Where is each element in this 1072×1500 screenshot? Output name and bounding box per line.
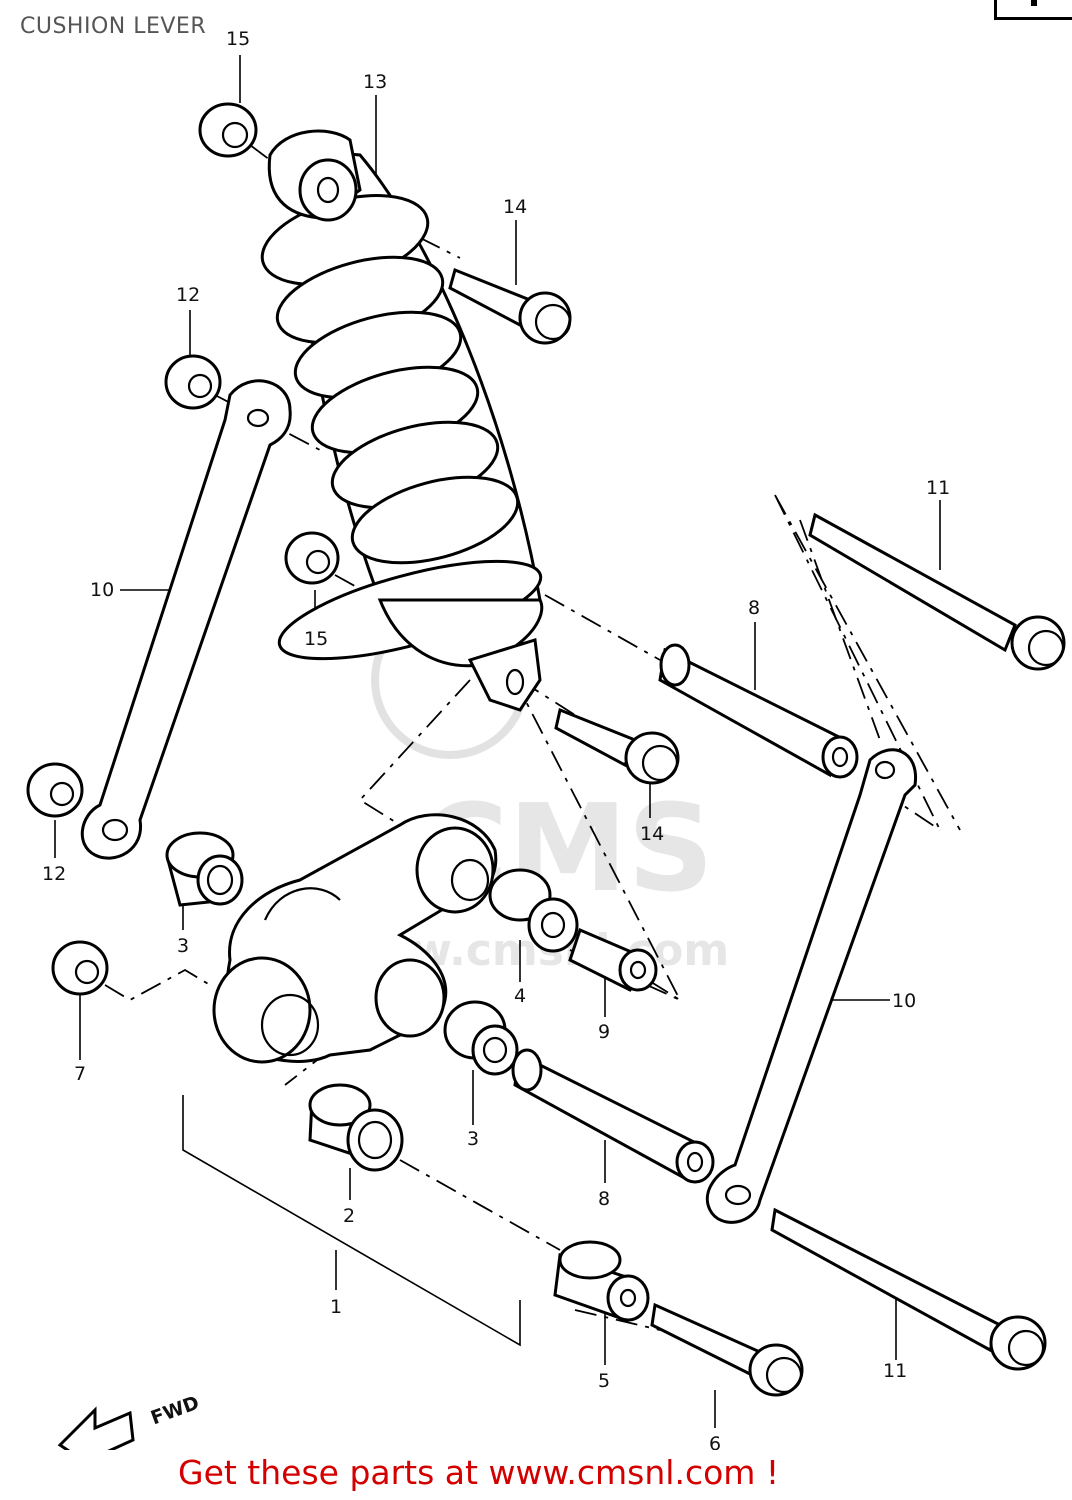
callout-14-top: 14: [503, 196, 527, 218]
bearing-2: [308, 1083, 404, 1172]
callout-8-upper: 8: [748, 597, 760, 619]
callout-10-right: 10: [892, 990, 916, 1012]
cushion-lever: [212, 813, 498, 1064]
nut-12-top: [164, 354, 222, 410]
callout-2: 2: [343, 1205, 355, 1227]
diagram-title: CUSHION LEVER: [20, 14, 207, 39]
bolt-14-lower: [554, 707, 680, 785]
nut-7: [51, 940, 109, 996]
callout-9: 9: [598, 1021, 610, 1043]
nut-12-lower: [26, 762, 84, 818]
callout-6: 6: [709, 1433, 721, 1450]
callout-1: 1: [330, 1296, 342, 1318]
nut-15-lower: [284, 531, 340, 585]
corner-mark: [1031, 0, 1037, 6]
bolt-11-upper: [808, 512, 1066, 671]
collar-5: [553, 1240, 650, 1322]
footer-link-text[interactable]: Get these parts at www.cmsnl.com !: [178, 1453, 780, 1492]
callout-14-lower: 14: [640, 823, 664, 845]
bolt-6: [650, 1302, 804, 1397]
bolt-11-lower: [770, 1207, 1047, 1371]
collar-8-lower: [511, 1048, 715, 1184]
collar-8-upper: [658, 643, 859, 779]
callout-4: 4: [514, 985, 526, 1007]
callout-5: 5: [598, 1370, 610, 1392]
callout-10-left: 10: [90, 579, 114, 601]
callout-11-lower: 11: [883, 1360, 907, 1382]
callout-7: 7: [74, 1063, 86, 1085]
callout-15-lower: 15: [304, 628, 328, 650]
callout-3-upper: 3: [177, 935, 189, 957]
bushing-3-lower: [443, 1000, 519, 1076]
coil-spring: [260, 194, 520, 565]
fwd-label: FWD: [148, 1392, 202, 1430]
fwd-arrow-icon: [57, 1406, 135, 1450]
tie-rod-10-left: [80, 379, 292, 860]
tie-rod-10-right: [705, 748, 917, 1224]
bolt-14-top: [448, 267, 572, 345]
nut-15-top: [198, 102, 258, 158]
exploded-parts-diagram: CMS www.cmsnl.com: [26, 28, 1066, 1450]
collar-9: [568, 927, 658, 992]
callout-12-lower: 12: [42, 863, 66, 885]
bushing-4: [488, 868, 579, 953]
callout-13: 13: [363, 71, 387, 93]
shock-absorber: [260, 129, 544, 712]
bushing-3-upper: [165, 831, 244, 907]
callout-3-lower: 3: [467, 1128, 479, 1150]
corner-frame: [994, 0, 1072, 20]
callouts: 15 13 14 12 11 10 8 15 14 12 3 4 10 9 7 …: [42, 28, 950, 1450]
fwd-direction: FWD: [57, 1392, 202, 1450]
callout-12-top: 12: [176, 284, 200, 306]
callout-15-top: 15: [226, 28, 250, 50]
callout-8-lower: 8: [598, 1188, 610, 1210]
callout-11-upper: 11: [926, 477, 950, 499]
